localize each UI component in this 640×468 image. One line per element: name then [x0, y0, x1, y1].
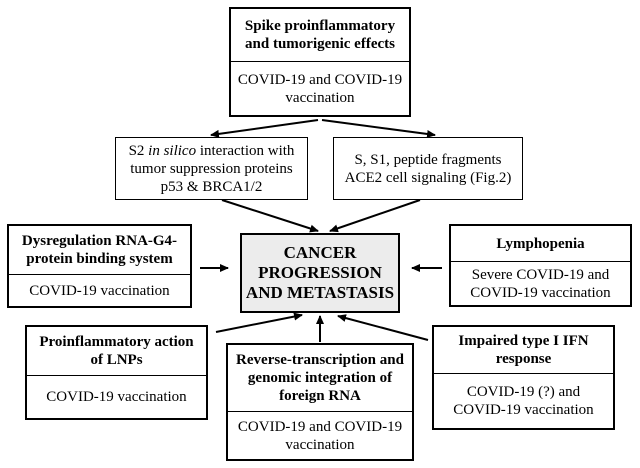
arrow-bottom-left-to-center — [215, 312, 303, 333]
ifn-response-title: Impaired type I IFN response — [458, 333, 589, 367]
ace2-signaling-text: S, S1, peptide fragments ACE2 cell signa… — [344, 151, 512, 186]
spike-effects-body: COVID-19 and COVID-19 vaccination — [231, 61, 409, 115]
arrow-bottom-right-to-center — [337, 314, 429, 341]
cancer-progression-box: CANCER PROGRESSION AND METASTASIS — [240, 233, 400, 313]
ifn-response-box: Impaired type I IFN response COVID-19 (?… — [432, 325, 615, 430]
rna-g4-title: Dysregulation RNA-G4-protein binding sys… — [21, 233, 178, 267]
arrow-mid-left-to-center — [221, 199, 319, 233]
arrow-mid-right-to-center — [329, 199, 421, 233]
arrow-top-to-mid-right — [321, 119, 436, 138]
ifn-response-body: COVID-19 (?) and COVID-19 vaccination — [434, 373, 613, 428]
arrow-top-to-mid-left — [210, 119, 319, 138]
lymphopenia-title: Lymphopenia — [496, 235, 585, 252]
spike-effects-box: Spike proinflammatory and tumorigenic ef… — [229, 7, 411, 117]
rna-g4-body: COVID-19 vaccination — [9, 274, 190, 306]
lymphopenia-body: Severe COVID-19 and COVID-19 vaccination — [451, 261, 630, 305]
reverse-transcription-body: COVID-19 and COVID-19 vaccination — [228, 411, 412, 459]
reverse-transcription-box: Reverse-transcription and genomic integr… — [226, 343, 414, 461]
lnp-body: COVID-19 vaccination — [27, 375, 206, 418]
s2-interaction-box: S2 in silico interaction with tumor supp… — [115, 137, 308, 200]
rna-g4-box: Dysregulation RNA-G4-protein binding sys… — [7, 224, 192, 308]
lnp-title: Proinflammatory action of LNPs — [39, 334, 194, 368]
ace2-signaling-box: S, S1, peptide fragments ACE2 cell signa… — [333, 137, 523, 200]
cancer-progression-title: CANCER PROGRESSION AND METASTASIS — [245, 243, 395, 302]
spike-effects-title: Spike proinflammatory and tumorigenic ef… — [244, 18, 396, 52]
lnp-box: Proinflammatory action of LNPs COVID-19 … — [25, 325, 208, 420]
lymphopenia-box: Lymphopenia Severe COVID-19 and COVID-19… — [449, 224, 632, 307]
reverse-transcription-title: Reverse-transcription and genomic integr… — [236, 352, 404, 404]
s2-interaction-text: S2 in silico interaction with tumor supp… — [128, 142, 295, 195]
